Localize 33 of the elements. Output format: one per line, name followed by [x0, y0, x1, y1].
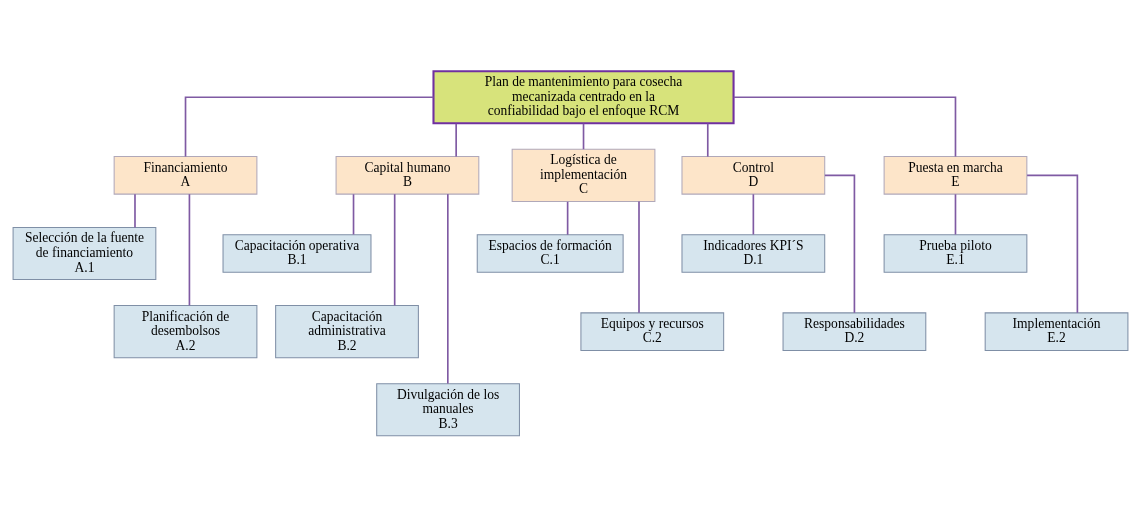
node-box: Control D — [681, 155, 826, 195]
connector — [954, 192, 957, 235]
node-box: Responsabilidades D.2 — [782, 311, 927, 351]
node-box: Selección de la fuente de financiamiento A.1 — [12, 226, 157, 280]
node-box: Capacitación operativa B.1 — [222, 233, 372, 273]
node-box: Puesta en marcha E — [883, 155, 1028, 195]
connector — [824, 174, 856, 314]
connector — [566, 200, 569, 236]
node-box: Divulgación de los manuales B.3 — [376, 382, 520, 436]
node-box: Indicadores KPI´S D.1 — [681, 233, 826, 273]
node-box: Capacitación administrativa B.2 — [275, 304, 419, 358]
connector — [352, 192, 355, 235]
node-box: Financiamiento A — [113, 155, 258, 195]
node-box: Implementación E.2 — [984, 311, 1129, 351]
connector — [447, 192, 449, 384]
connector — [184, 95, 435, 157]
connector — [134, 192, 136, 228]
node-box: Espacios de formación C.1 — [476, 233, 624, 273]
connector — [582, 122, 585, 150]
connector — [188, 192, 191, 306]
connector — [455, 122, 457, 157]
node-box: Capital humano B — [335, 155, 480, 195]
connector — [752, 192, 755, 235]
connector — [393, 192, 396, 306]
connector — [1026, 174, 1079, 314]
node-box: Planificación de desembolsos A.2 — [113, 304, 258, 358]
node-box: Logística de implementación C — [511, 148, 656, 202]
connector — [706, 122, 709, 157]
node-box: Plan de mantenimiento para cosecha mecanizada centrado en la confiabilidad bajo el enfoque RCM — [432, 69, 735, 124]
connector — [638, 200, 640, 314]
node-box: Prueba piloto E.1 — [883, 233, 1028, 273]
connector — [732, 95, 957, 157]
node-box: Equipos y recursos C.2 — [580, 311, 725, 351]
